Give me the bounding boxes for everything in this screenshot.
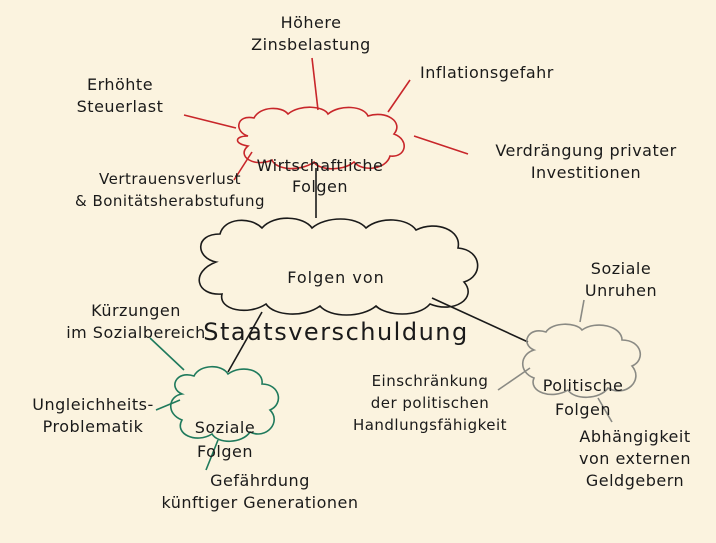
link-ungleichheit xyxy=(155,399,181,411)
wirtschaft-cloud: Wirtschaftliche Folgen xyxy=(230,106,410,196)
link-abhaengigkeit xyxy=(597,397,613,423)
label-ungleichheits-problematik: Ungleichheits- Problematik xyxy=(32,395,154,436)
wirtschaft-cloud-shape xyxy=(236,106,405,170)
label-gefaehrdung-generationen: Gefährdung künftiger Generationen xyxy=(161,471,359,512)
politik-cloud: Politische Folgen xyxy=(518,322,648,419)
link-center-politik xyxy=(431,297,529,343)
label-erhoehte-steuerlast: Erhöhte Steuerlast xyxy=(76,75,164,116)
label-inflationsgefahr: Inflationsgefahr xyxy=(420,63,554,82)
wirtschaft-title: Wirtschaftliche Folgen xyxy=(256,156,384,196)
link-zins xyxy=(311,57,319,111)
label-vertrauensverlust: Vertrauensverlust & Bonitätsherabstufung xyxy=(74,170,265,210)
link-unruhen xyxy=(579,299,585,323)
link-inflation xyxy=(387,79,411,113)
center-title: Staatsverschuldung xyxy=(203,318,469,346)
center-title-small: Folgen von xyxy=(287,268,385,287)
center-cloud: Folgen von Staatsverschuldung xyxy=(186,214,486,346)
center-cloud-shape xyxy=(198,217,479,316)
sozial-title: Soziale Folgen xyxy=(194,418,256,461)
label-hoehere-zinsbelastung: Höhere Zinsbelastung xyxy=(251,13,371,54)
politik-cloud-shape xyxy=(521,323,642,399)
link-center-sozial xyxy=(227,311,263,373)
link-gefaehrdung xyxy=(205,439,219,471)
sozial-cloud-shape xyxy=(169,365,280,443)
link-vertrauen xyxy=(233,151,253,181)
link-verdraengung xyxy=(413,135,469,155)
label-soziale-unruhen: Soziale Unruhen xyxy=(584,259,658,300)
sozial-cloud: Soziale Folgen xyxy=(166,364,284,461)
label-kuerzungen-sozialbereich: Kürzungen im Sozialbereich xyxy=(66,301,206,342)
politik-title: Politische Folgen xyxy=(542,376,624,419)
label-abhaengigkeit-geldgeber: Abhängigkeit von externen Geldgebern xyxy=(578,427,692,490)
label-verdraengung-investitionen: Verdrängung privater Investitionen xyxy=(495,141,677,182)
link-kuerzungen xyxy=(149,337,185,371)
link-steuer xyxy=(183,114,237,129)
label-einschraenkung-handlungsfaehigkeit: Einschränkung der politischen Handlungsf… xyxy=(352,372,508,434)
